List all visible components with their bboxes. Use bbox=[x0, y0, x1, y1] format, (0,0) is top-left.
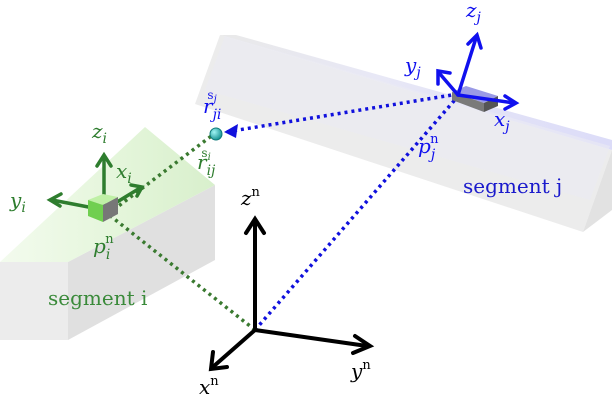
link-lines bbox=[106, 92, 462, 332]
r-ji-arrowhead bbox=[224, 124, 238, 138]
r-ij-label: rijsi bbox=[197, 146, 216, 179]
y-i-label: yi bbox=[9, 188, 26, 216]
segment-i-box bbox=[0, 127, 215, 340]
r-ij-link bbox=[106, 132, 216, 216]
y-n-label: yn bbox=[350, 358, 371, 383]
world-frame bbox=[208, 215, 375, 372]
p-j-label: pjn bbox=[418, 132, 439, 163]
frame-j bbox=[436, 31, 520, 111]
z-i-label: zi bbox=[91, 119, 107, 147]
p-j-world-link bbox=[253, 92, 462, 332]
p-i-world-link bbox=[106, 212, 257, 332]
z-n-label: zn bbox=[240, 185, 261, 210]
p-i-label: pin bbox=[93, 232, 114, 263]
x-j-label: xj bbox=[494, 107, 510, 135]
segment-j-label: segment j bbox=[463, 174, 562, 198]
r-ji-label: rjisj bbox=[203, 88, 221, 123]
contact-point bbox=[209, 127, 223, 141]
segment-i-label: segment i bbox=[48, 286, 147, 310]
frame-i-block bbox=[88, 194, 118, 222]
z-j-label: zj bbox=[465, 0, 482, 26]
x-i-label: xi bbox=[116, 159, 132, 187]
x-n-label: xn bbox=[199, 374, 219, 399]
y-j-label: yj bbox=[404, 53, 421, 81]
segment-j-box bbox=[195, 35, 612, 232]
